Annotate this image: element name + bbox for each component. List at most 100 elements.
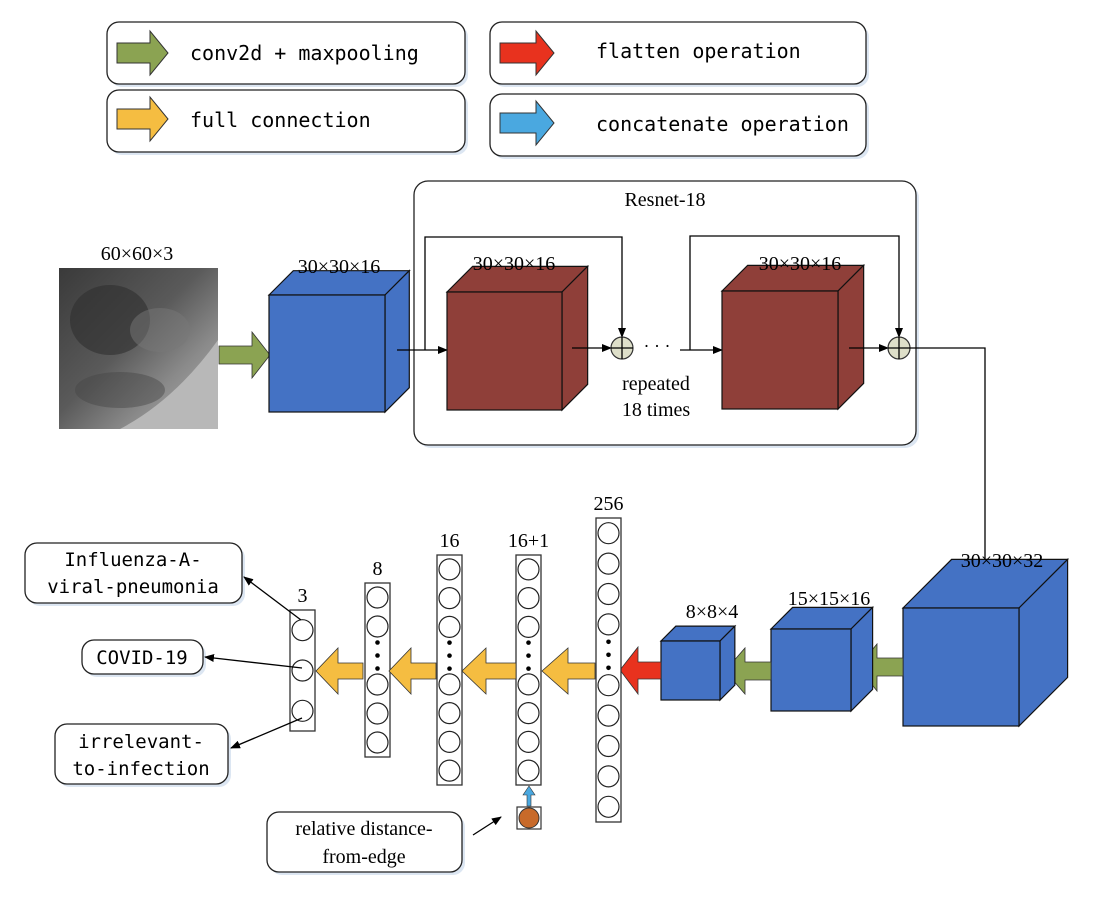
output-edge [243, 576, 302, 621]
neuron [291, 659, 314, 682]
cube-size-label: 15×15×16 [788, 588, 871, 610]
ellipsis-dot [447, 640, 452, 645]
residual-block-1 [445, 264, 590, 412]
cube-side-face [561, 264, 589, 412]
neuron [597, 734, 620, 758]
extra-feature-box: relative distance- from-edge [266, 811, 465, 875]
repeat-label-line2: 18 times [622, 399, 691, 421]
skip-connection-2 [689, 235, 903, 350]
ellipsis-dot [375, 666, 380, 671]
neuron [366, 702, 389, 725]
neuron [517, 673, 540, 696]
cube-8x8x4 [659, 624, 737, 702]
neuron [597, 582, 620, 606]
layer-size-label: 16 [440, 530, 460, 552]
neuron [597, 765, 620, 788]
neuron [597, 522, 620, 545]
legend-label: concatenate operation [596, 112, 849, 136]
concat-arrow-icon [499, 99, 555, 147]
extra-feature-line1: relative distance- [295, 818, 432, 840]
cube-front-face [770, 628, 852, 712]
output-label-line2: viral-pneumonia [47, 576, 219, 598]
neuron [517, 558, 540, 581]
ellipsis-dot [447, 666, 452, 671]
neuron [597, 795, 620, 818]
fc-layer: 256 [594, 493, 624, 823]
neuron [366, 673, 389, 696]
output-influenza: Influenza-A- viral-pneumonia [24, 542, 245, 606]
neuron [366, 586, 389, 609]
neuron [517, 615, 540, 638]
layer-size-label: 256 [594, 493, 624, 515]
conv-arrow-icon [218, 330, 271, 380]
residual-block-2 [720, 263, 866, 411]
flatten-arrow-icon [619, 645, 662, 696]
fc-layer: 3 [289, 585, 316, 732]
ellipsis-dot [375, 653, 380, 658]
fully-connected-layers: 256 16+1 16 8 3 [289, 493, 624, 823]
input-size-label: 60×60×3 [101, 243, 174, 265]
fc-layer: 8 [364, 558, 391, 758]
fc-arrow-icon [541, 647, 596, 695]
neuron [438, 730, 461, 753]
repeat-label-line1: repeated [622, 373, 690, 395]
ellipsis-dot [447, 653, 452, 658]
extra-feature-pointer [472, 816, 502, 836]
ellipsis-dot [606, 652, 611, 658]
cube-30x30x16 [267, 269, 411, 414]
output-irrelevant: irrelevant- to-infection [54, 723, 231, 787]
distance-feature-node [518, 807, 540, 829]
ellipsis: · · · [644, 336, 671, 356]
legend-label: full connection [190, 108, 371, 132]
output-label-line2: to-infection [72, 758, 209, 780]
cube-side-face [384, 269, 410, 414]
neuron [291, 699, 314, 722]
cube-front-face [902, 607, 1020, 727]
ellipsis-dot [526, 666, 531, 671]
legend-item-fc: full connection [106, 89, 468, 155]
neuron [438, 759, 461, 782]
output-label-line1: COVID-19 [96, 647, 188, 669]
legend-item-conv: conv2d + maxpooling [106, 21, 468, 87]
neuron [597, 704, 620, 727]
legend-item-concat: concatenate operation [489, 93, 869, 159]
extra-feature-line2: from-edge [322, 846, 405, 868]
resnet-block: Resnet-18 30×30×16 · · · repeated 18 tim… [397, 180, 919, 448]
legend-item-flatten: flatten operation [489, 21, 869, 87]
cube-front-face [721, 290, 839, 410]
output-edge [230, 717, 303, 749]
input-patch-image [59, 268, 218, 429]
cube-front-face [268, 294, 386, 413]
layer-size-label: 3 [298, 585, 308, 607]
fc-arrow-icon [315, 647, 364, 695]
block2-size-label: 30×30×16 [759, 253, 842, 275]
neuron [438, 558, 461, 581]
cube-side-face [837, 263, 865, 411]
ellipsis-dot [526, 653, 531, 658]
cube-size-label: 8×8×4 [686, 601, 739, 623]
block1-size-label: 30×30×16 [473, 253, 556, 275]
flatten-arrow-icon [499, 29, 555, 77]
cube-front-face [660, 640, 721, 701]
neuron [438, 702, 461, 725]
cube-15x15x16 [769, 605, 875, 713]
neuron [597, 674, 620, 697]
cube-front-face [446, 291, 563, 411]
first-conv-size-label: 30×30×16 [298, 256, 381, 278]
output-edge [204, 654, 303, 669]
ellipsis-dot [606, 639, 611, 645]
output-label-line1: irrelevant- [78, 731, 204, 753]
conv-arrow-icon [116, 29, 169, 77]
fc-arrow-icon [461, 647, 517, 695]
ellipsis-dot [375, 640, 380, 645]
output-label-line1: Influenza-A- [64, 549, 201, 571]
neuron [517, 730, 540, 753]
legend: conv2d + maxpooling flatten operation fu… [106, 21, 869, 159]
fc-layer: 16 [436, 530, 463, 786]
neuron [517, 759, 540, 782]
layer-size-label: 16+1 [508, 530, 549, 552]
fc-arrow-icon [388, 647, 437, 695]
fc-layer: 16+1 [508, 530, 549, 786]
neuron [438, 673, 461, 696]
neuron [438, 587, 461, 610]
